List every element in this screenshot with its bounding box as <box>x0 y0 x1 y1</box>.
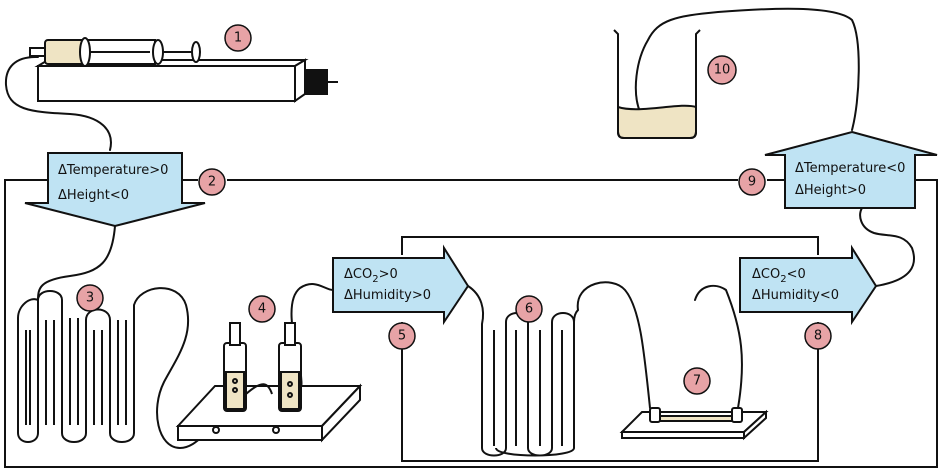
arrow-2-line-1: ΔTemperature>0 <box>58 163 168 178</box>
gas-bubbler-icon <box>175 322 363 443</box>
svg-text:2: 2 <box>208 175 216 190</box>
arrow-9-line-1: ΔTemperature<0 <box>795 161 905 176</box>
outer-enclosure <box>4 179 938 468</box>
badges: 1 2 3 4 5 6 7 8 9 10 <box>76 24 832 395</box>
beaker-icon <box>613 29 701 139</box>
svg-text:3: 3 <box>86 291 94 306</box>
svg-text:8: 8 <box>814 329 822 344</box>
badge-5: 5 <box>388 322 416 350</box>
svg-text:5: 5 <box>398 329 406 344</box>
syringe-pump-icon <box>29 37 338 103</box>
arrow-temperature-height-increase: ΔTemperature<0 ΔHeight>0 <box>764 130 938 209</box>
svg-text:9: 9 <box>748 175 756 190</box>
svg-text:6: 6 <box>525 302 533 317</box>
serpentine-mixer-6-tubes <box>493 330 563 446</box>
badge-8: 8 <box>804 322 832 350</box>
tubing <box>4 7 916 450</box>
badge-1: 1 <box>224 24 252 52</box>
arrow-9-line-2: ΔHeight>0 <box>795 183 866 198</box>
arrow-co2-humidity-increase: ΔCO2>0 ΔHumidity>0 <box>332 244 470 326</box>
badge-4: 4 <box>248 295 276 323</box>
svg-text:1: 1 <box>234 31 242 46</box>
arrow-temperature-height-decrease: ΔTemperature>0 ΔHeight<0 <box>24 152 206 228</box>
badge-6: 6 <box>515 295 543 323</box>
svg-text:4: 4 <box>258 302 266 317</box>
badge-2: 2 <box>198 168 226 196</box>
serpentine-mixer-6 <box>481 309 579 457</box>
serpentine-mixer-3-tubes <box>25 318 127 425</box>
arrow-5-line-1: ΔCO2>0 <box>344 267 398 285</box>
badge-3: 3 <box>76 284 104 312</box>
badge-9: 9 <box>738 168 766 196</box>
arrow-8-line-2: ΔHumidity<0 <box>752 288 839 303</box>
arrow-5-line-2: ΔHumidity>0 <box>344 288 431 303</box>
svg-text:7: 7 <box>693 374 701 389</box>
arrow-co2-humidity-decrease: ΔCO2<0 ΔHumidity<0 <box>739 244 878 326</box>
badge-7: 7 <box>683 367 711 395</box>
microfluidic-chip-icon <box>619 407 769 441</box>
badge-10: 10 <box>707 55 737 85</box>
serpentine-mixer-3 <box>17 290 135 443</box>
svg-text:10: 10 <box>714 63 731 78</box>
arrow-2-line-2: ΔHeight<0 <box>58 188 129 203</box>
inner-chamber <box>401 236 819 462</box>
arrow-8-line-1: ΔCO2<0 <box>752 267 806 285</box>
